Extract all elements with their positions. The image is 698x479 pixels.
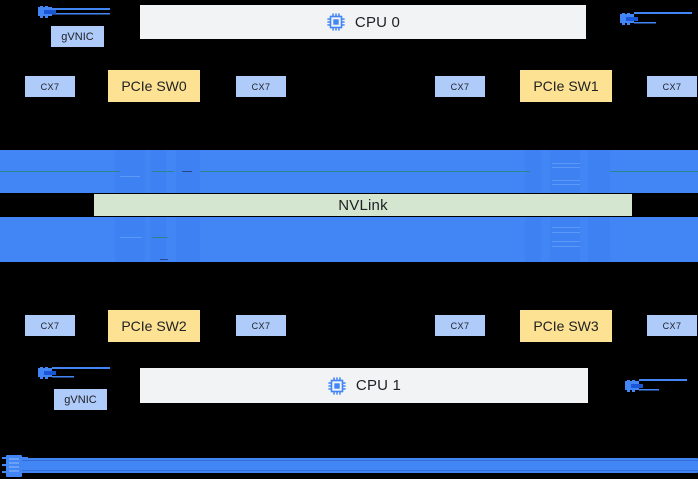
pcie-switch-0[interactable]: PCIe SW0 [108, 70, 200, 102]
pcie-switch-2[interactable]: PCIe SW2 [108, 310, 200, 342]
gpu-band-upper [0, 150, 698, 193]
cx7-box-bottom-1[interactable]: CX7 [25, 315, 75, 336]
pcie-label-0: PCIe SW0 [121, 78, 187, 94]
gvnic-label-bottom: gVNIC [64, 393, 97, 406]
pcie-label-2: PCIe SW2 [121, 318, 187, 334]
gvnic-label-top: gVNIC [61, 30, 94, 43]
pcie-switch-1[interactable]: PCIe SW1 [520, 70, 612, 102]
nvlink-bar[interactable]: NVLink [93, 193, 633, 217]
cx7-label-top-2: CX7 [251, 81, 271, 92]
cx7-label-bottom-1: CX7 [40, 320, 60, 331]
nic-icon-bottom-right [625, 378, 697, 394]
cx7-box-bottom-3[interactable]: CX7 [435, 315, 485, 336]
cx7-box-bottom-2[interactable]: CX7 [236, 315, 286, 336]
cx7-label-bottom-2: CX7 [251, 320, 271, 331]
cx7-label-top-1: CX7 [40, 81, 60, 92]
cpu-label-1: CPU 1 [355, 377, 402, 394]
cx7-box-bottom-4[interactable]: CX7 [647, 315, 697, 336]
gvnic-box-top[interactable]: gVNIC [51, 26, 104, 47]
cx7-box-top-3[interactable]: CX7 [435, 76, 485, 97]
cx7-label-bottom-3: CX7 [450, 320, 470, 331]
cpu-chip-icon [327, 376, 347, 396]
nic-icon-bottom-left [38, 365, 110, 381]
nvlink-label: NVLink [338, 196, 388, 214]
cpu-box-0[interactable]: CPU 0 [140, 5, 586, 39]
cpu-label-0: CPU 0 [354, 13, 401, 31]
pcie-label-3: PCIe SW3 [533, 318, 599, 334]
gpu-band-lower [0, 217, 698, 262]
network-fabric-bar [8, 458, 698, 473]
cx7-label-top-3: CX7 [450, 81, 470, 92]
nic-icon-top-right [620, 11, 692, 27]
server-stack-icon [2, 452, 42, 479]
cpu-chip-icon [326, 12, 346, 32]
cx7-box-top-1[interactable]: CX7 [25, 76, 75, 97]
cpu-box-1[interactable]: CPU 1 [140, 368, 588, 403]
cx7-box-top-2[interactable]: CX7 [236, 76, 286, 97]
nic-icon-top-left [38, 4, 110, 20]
cx7-label-top-4: CX7 [662, 81, 682, 92]
cx7-label-bottom-4: CX7 [662, 320, 682, 331]
gvnic-box-bottom[interactable]: gVNIC [54, 389, 107, 410]
pcie-switch-3[interactable]: PCIe SW3 [520, 310, 612, 342]
cx7-box-top-4[interactable]: CX7 [647, 76, 697, 97]
pcie-label-1: PCIe SW1 [533, 78, 599, 94]
